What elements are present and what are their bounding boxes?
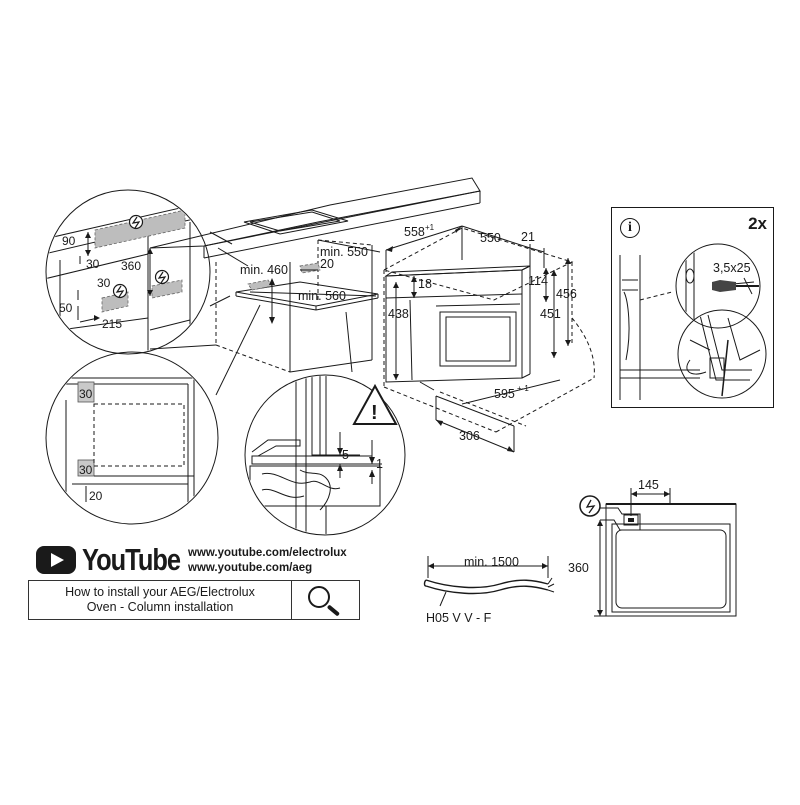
youtube-link-electrolux[interactable]: www.youtube.com/electrolux — [188, 547, 347, 559]
dim-min-560: min. 560 — [298, 289, 346, 303]
dim-558-tol: +1 — [425, 223, 435, 232]
dim-min-460: min. 460 — [240, 263, 288, 277]
dim-456: 456 — [556, 287, 577, 301]
dim-30-top: 30 — [79, 387, 93, 401]
dim-558: 558 — [404, 225, 425, 239]
oven-dimensions: 558 +1 550 21 18 438 114 456 451 — [382, 223, 595, 453]
dim-20: 20 — [320, 257, 334, 271]
dim-215: 215 — [102, 317, 122, 331]
dim-595: 595 — [494, 387, 515, 401]
info-icon: i — [620, 218, 640, 238]
howto-text: How to install your AEG/Electrolux Oven … — [29, 581, 292, 619]
dim-360: 360 — [121, 259, 141, 273]
howto-box: How to install your AEG/Electrolux Oven … — [28, 580, 360, 620]
dim-18: 18 — [418, 277, 432, 291]
dim-5: 5 — [342, 448, 349, 462]
youtube-logo: YouTube — [36, 542, 202, 578]
dim-20-bl: 20 — [89, 489, 103, 503]
howto-line-1: How to install your AEG/Electrolux — [65, 585, 255, 599]
socket-position: 145 360 — [568, 478, 737, 617]
dim-50: 50 — [59, 301, 73, 315]
dim-451: 451 — [540, 307, 561, 321]
dim-1: 1 — [376, 457, 383, 471]
youtube-wordmark: YouTube — [82, 542, 181, 577]
detail-circle-top-left: 90 30 360 30 50 215 — [45, 189, 211, 355]
dim-min-550: min. 550 — [320, 245, 368, 259]
dim-90: 90 — [62, 234, 76, 248]
magnifier-handle — [326, 604, 341, 617]
screw-size-label: 3,5x25 — [713, 261, 751, 275]
dim-30-bottom: 30 — [79, 463, 93, 477]
dim-min-1500: min. 1500 — [464, 555, 519, 569]
youtube-links: www.youtube.com/electrolux www.youtube.c… — [188, 546, 347, 576]
youtube-link-aeg[interactable]: www.youtube.com/aeg — [188, 562, 313, 574]
howto-line-2: Oven - Column installation — [86, 600, 234, 614]
cabinet-overview: min. 460 min. 550 20 min. 560 — [149, 177, 481, 396]
dim-595-tol: +-1 — [517, 384, 529, 393]
power-cable: min. 1500 H05 V V - F — [423, 555, 555, 625]
dim-145: 145 — [638, 478, 659, 492]
detail-circle-center: 5 1 ! — [244, 374, 406, 536]
screw-fixing-detail: 3,5x25 — [619, 243, 767, 400]
dim-30b: 30 — [97, 276, 111, 290]
dim-30: 30 — [86, 257, 100, 271]
dim-114: 114 — [528, 274, 548, 288]
warning-symbol: ! — [371, 402, 378, 424]
dim-438: 438 — [388, 307, 409, 321]
warning-icon — [352, 383, 398, 425]
quantity-multiplier: 2x — [748, 214, 767, 233]
detail-circle-bottom-left: 30 30 20 — [45, 351, 219, 525]
magnifier-icon[interactable] — [292, 581, 359, 619]
cable-spec: H05 V V - F — [426, 611, 492, 625]
dim-21: 21 — [521, 230, 535, 244]
dim-306: 306 — [459, 429, 480, 443]
magnifier-lens — [308, 586, 330, 608]
dim-360-socket: 360 — [568, 561, 589, 575]
dim-550: 550 — [480, 231, 501, 245]
play-icon — [36, 546, 76, 574]
info-box: i 2x — [611, 207, 774, 408]
